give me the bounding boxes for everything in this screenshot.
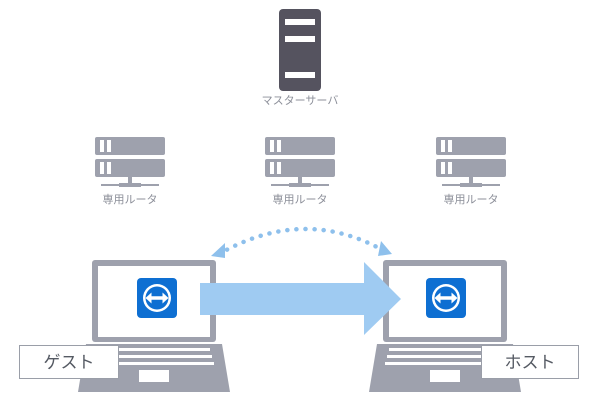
host-label: ホスト — [481, 345, 579, 379]
dotted-arrowhead-left — [211, 243, 225, 258]
router-icon — [436, 137, 506, 187]
teamviewer-logo-icon — [137, 278, 177, 318]
router-icon — [265, 137, 335, 187]
router-icon — [95, 137, 165, 187]
router-label: 専用ルータ — [443, 193, 499, 206]
dotted-arrowhead-right — [378, 241, 392, 256]
master-server-icon — [279, 9, 321, 91]
router-label: 専用ルータ — [272, 193, 328, 206]
teamviewer-logo-icon — [426, 278, 466, 318]
router-label: 専用ルータ — [102, 193, 158, 206]
dotted-link — [216, 226, 389, 257]
master-server-label: マスターサーバ — [261, 94, 339, 107]
arrow-icon — [200, 262, 401, 335]
guest-label: ゲスト — [19, 345, 119, 379]
